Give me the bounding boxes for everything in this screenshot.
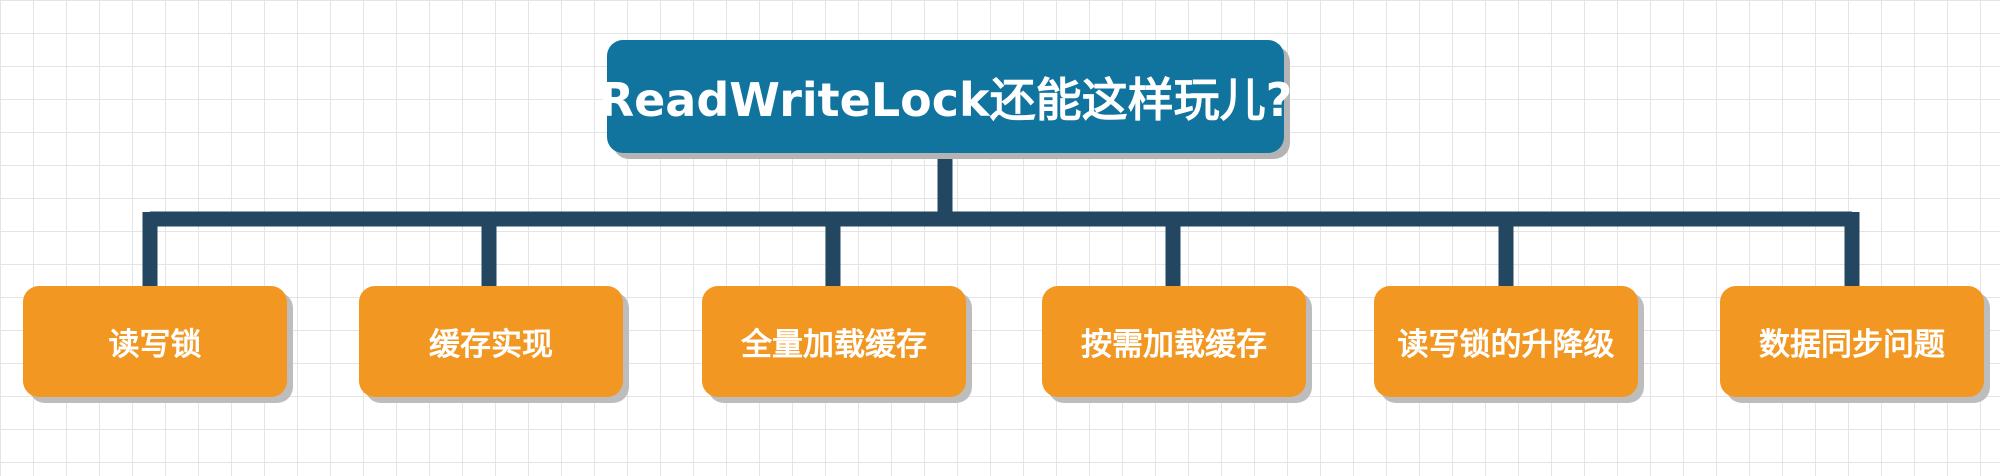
- child-node-label: 缓存实现: [429, 327, 553, 363]
- child-node-label: 读写锁: [108, 327, 202, 363]
- child-node-label: 按需加载缓存: [1081, 327, 1267, 363]
- child-node-cache-implementation[interactable]: 缓存实现: [359, 286, 623, 397]
- root-node[interactable]: ReadWriteLock还能这样玩儿?: [599, 40, 1292, 153]
- child-node-label: 读写锁的升降级: [1397, 327, 1615, 363]
- child-node-read-write-lock[interactable]: 读写锁: [23, 286, 287, 397]
- root-node-label: ReadWriteLock还能这样玩儿?: [598, 72, 1293, 127]
- child-node-full-load-cache[interactable]: 全量加载缓存: [702, 286, 966, 397]
- child-node-data-sync-issue[interactable]: 数据同步问题: [1720, 286, 1984, 397]
- child-node-label: 全量加载缓存: [741, 327, 927, 363]
- child-node-on-demand-cache[interactable]: 按需加载缓存: [1042, 286, 1306, 397]
- child-node-lock-upgrade-downgrade[interactable]: 读写锁的升降级: [1374, 286, 1638, 397]
- child-node-label: 数据同步问题: [1759, 327, 1945, 363]
